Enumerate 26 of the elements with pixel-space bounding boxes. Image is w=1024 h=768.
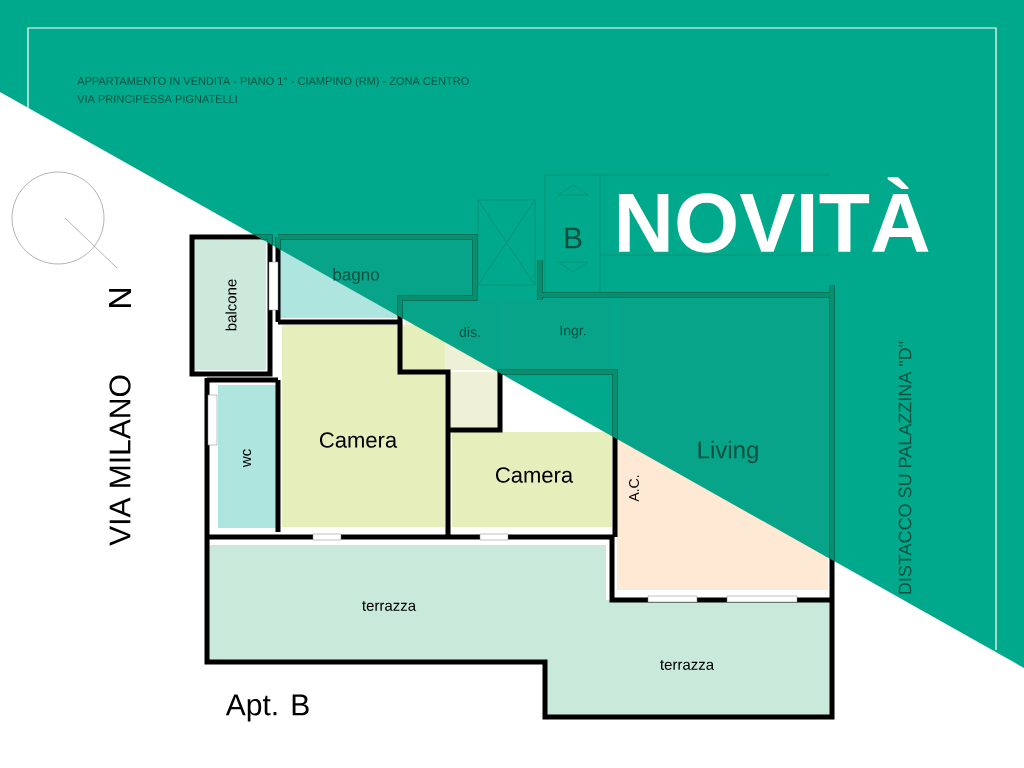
- plan-label: VIA PRINCIPESSA PIGNATELLI: [77, 95, 237, 103]
- room-label: Ingr.: [560, 325, 586, 339]
- plan-label: B: [565, 227, 582, 249]
- room-area: [545, 600, 832, 717]
- room-area: [617, 300, 828, 590]
- room-label: terrazza: [660, 660, 715, 670]
- plan-label: NOVITÀ: [618, 177, 929, 253]
- plan-label: N: [109, 289, 131, 307]
- room-label: Living: [698, 440, 758, 464]
- room-label: terrazza: [362, 601, 417, 611]
- room-area: [502, 300, 612, 370]
- plan-label: APPARTAMENTO IN VENDITA - PIANO 1° - CIAMPINO (RM) - ZONA CENTRO: [77, 76, 469, 88]
- room-area: [194, 240, 266, 370]
- room-label: bagno: [333, 268, 379, 284]
- room-label: Camera: [320, 432, 398, 448]
- room-label: wc: [242, 449, 252, 468]
- room-label: balcone: [225, 279, 237, 331]
- plan-label: VIA MILANO: [109, 375, 131, 546]
- room-label: Camera: [496, 467, 574, 483]
- room-area: [218, 385, 276, 528]
- room-label: dis.: [459, 326, 480, 338]
- plan-label: DISTACCO SU PALAZZINA "D": [898, 341, 912, 594]
- room-area: [282, 325, 445, 527]
- plan-label: Apt. B: [225, 694, 309, 722]
- room-area: [452, 432, 612, 527]
- plan-label: A.C.: [629, 475, 639, 502]
